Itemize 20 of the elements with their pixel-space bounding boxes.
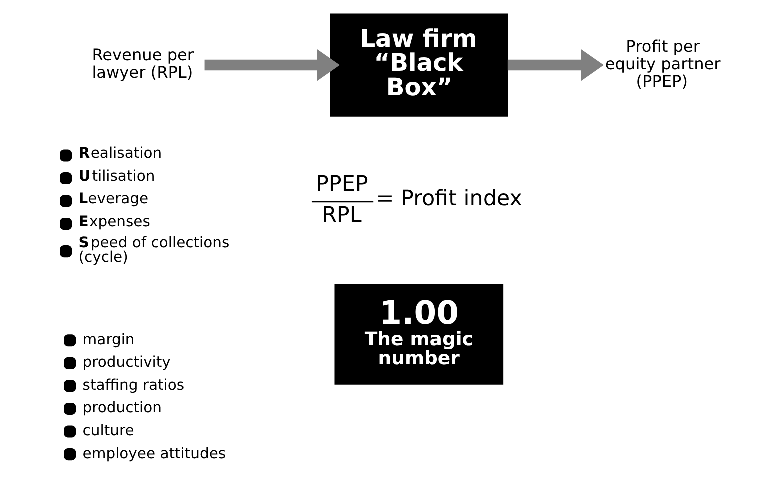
node-text: Profit per equity partner (PPEP) xyxy=(604,36,720,90)
label: RPL xyxy=(322,202,362,228)
label: PPEP xyxy=(315,171,368,196)
label: staffing ratios xyxy=(82,376,184,394)
node-box: 1.00 The magic number xyxy=(334,284,504,384)
label: Realisation xyxy=(78,144,162,162)
node-text: Revenue per lawyer (RPL) xyxy=(92,45,194,82)
arrow xyxy=(507,48,604,81)
label: employee attitudes xyxy=(82,444,226,462)
label: culture xyxy=(82,422,134,440)
node-box: Law firm “Black Box” xyxy=(330,13,508,116)
label: Leverage xyxy=(78,190,148,208)
label: Speed of collections (cycle) xyxy=(78,234,230,266)
label: production xyxy=(82,399,162,416)
arrow xyxy=(204,48,340,81)
label: = Profit index xyxy=(376,186,522,212)
label: Expenses xyxy=(78,212,150,230)
label: margin xyxy=(82,330,134,348)
label: productivity xyxy=(82,354,170,371)
label: Utilisation xyxy=(78,167,155,184)
